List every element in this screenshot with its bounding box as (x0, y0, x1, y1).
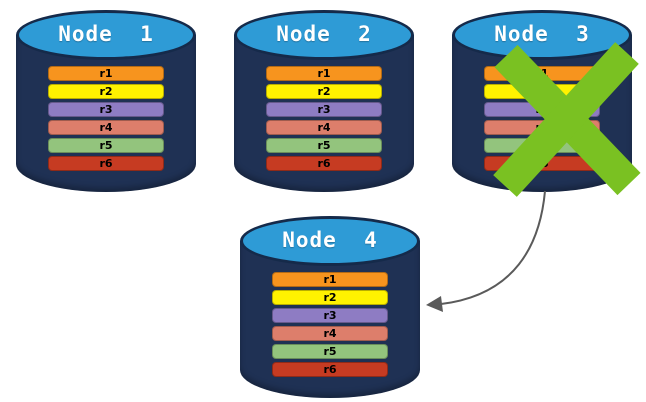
record-r3: r3 (484, 102, 600, 117)
record-stack: r1 r2 r3 r4 r5 r6 (272, 272, 388, 377)
record-r6: r6 (484, 156, 600, 171)
record-stack: r1 r2 r3 r4 r5 r6 (266, 66, 382, 171)
node-4: Node 4 r1 r2 r3 r4 r5 r6 (240, 216, 420, 398)
record-r5: r5 (266, 138, 382, 153)
record-r1: r1 (48, 66, 164, 81)
record-r1: r1 (272, 272, 388, 287)
record-stack: r1 r2 r3 r4 r5 r6 (484, 66, 600, 171)
cylinder-top (234, 10, 414, 60)
record-r2: r2 (266, 84, 382, 99)
record-r1: r1 (484, 66, 600, 81)
record-r6: r6 (266, 156, 382, 171)
node-2: Node 2 r1 r2 r3 r4 r5 r6 (234, 10, 414, 192)
cylinder-top (240, 216, 420, 266)
record-r3: r3 (266, 102, 382, 117)
record-r1: r1 (266, 66, 382, 81)
record-r2: r2 (484, 84, 600, 99)
node-3: Node 3 r1 r2 r3 r4 r5 r6 (452, 10, 632, 192)
node-1: Node 1 r1 r2 r3 r4 r5 r6 (16, 10, 196, 192)
arrowhead-icon (426, 296, 443, 312)
record-stack: r1 r2 r3 r4 r5 r6 (48, 66, 164, 171)
node-title: Node 3 (494, 22, 590, 46)
record-r6: r6 (48, 156, 164, 171)
record-r5: r5 (272, 344, 388, 359)
record-r3: r3 (48, 102, 164, 117)
record-r2: r2 (48, 84, 164, 99)
record-r4: r4 (272, 326, 388, 341)
record-r6: r6 (272, 362, 388, 377)
record-r3: r3 (272, 308, 388, 323)
cylinder-top (16, 10, 196, 60)
node-title: Node 1 (58, 22, 154, 46)
failover-arrow (426, 190, 546, 312)
record-r2: r2 (272, 290, 388, 305)
node-title: Node 4 (282, 228, 378, 252)
node-title: Node 2 (276, 22, 372, 46)
record-r5: r5 (48, 138, 164, 153)
record-r5: r5 (484, 138, 600, 153)
record-r4: r4 (484, 120, 600, 135)
record-r4: r4 (266, 120, 382, 135)
record-r4: r4 (48, 120, 164, 135)
